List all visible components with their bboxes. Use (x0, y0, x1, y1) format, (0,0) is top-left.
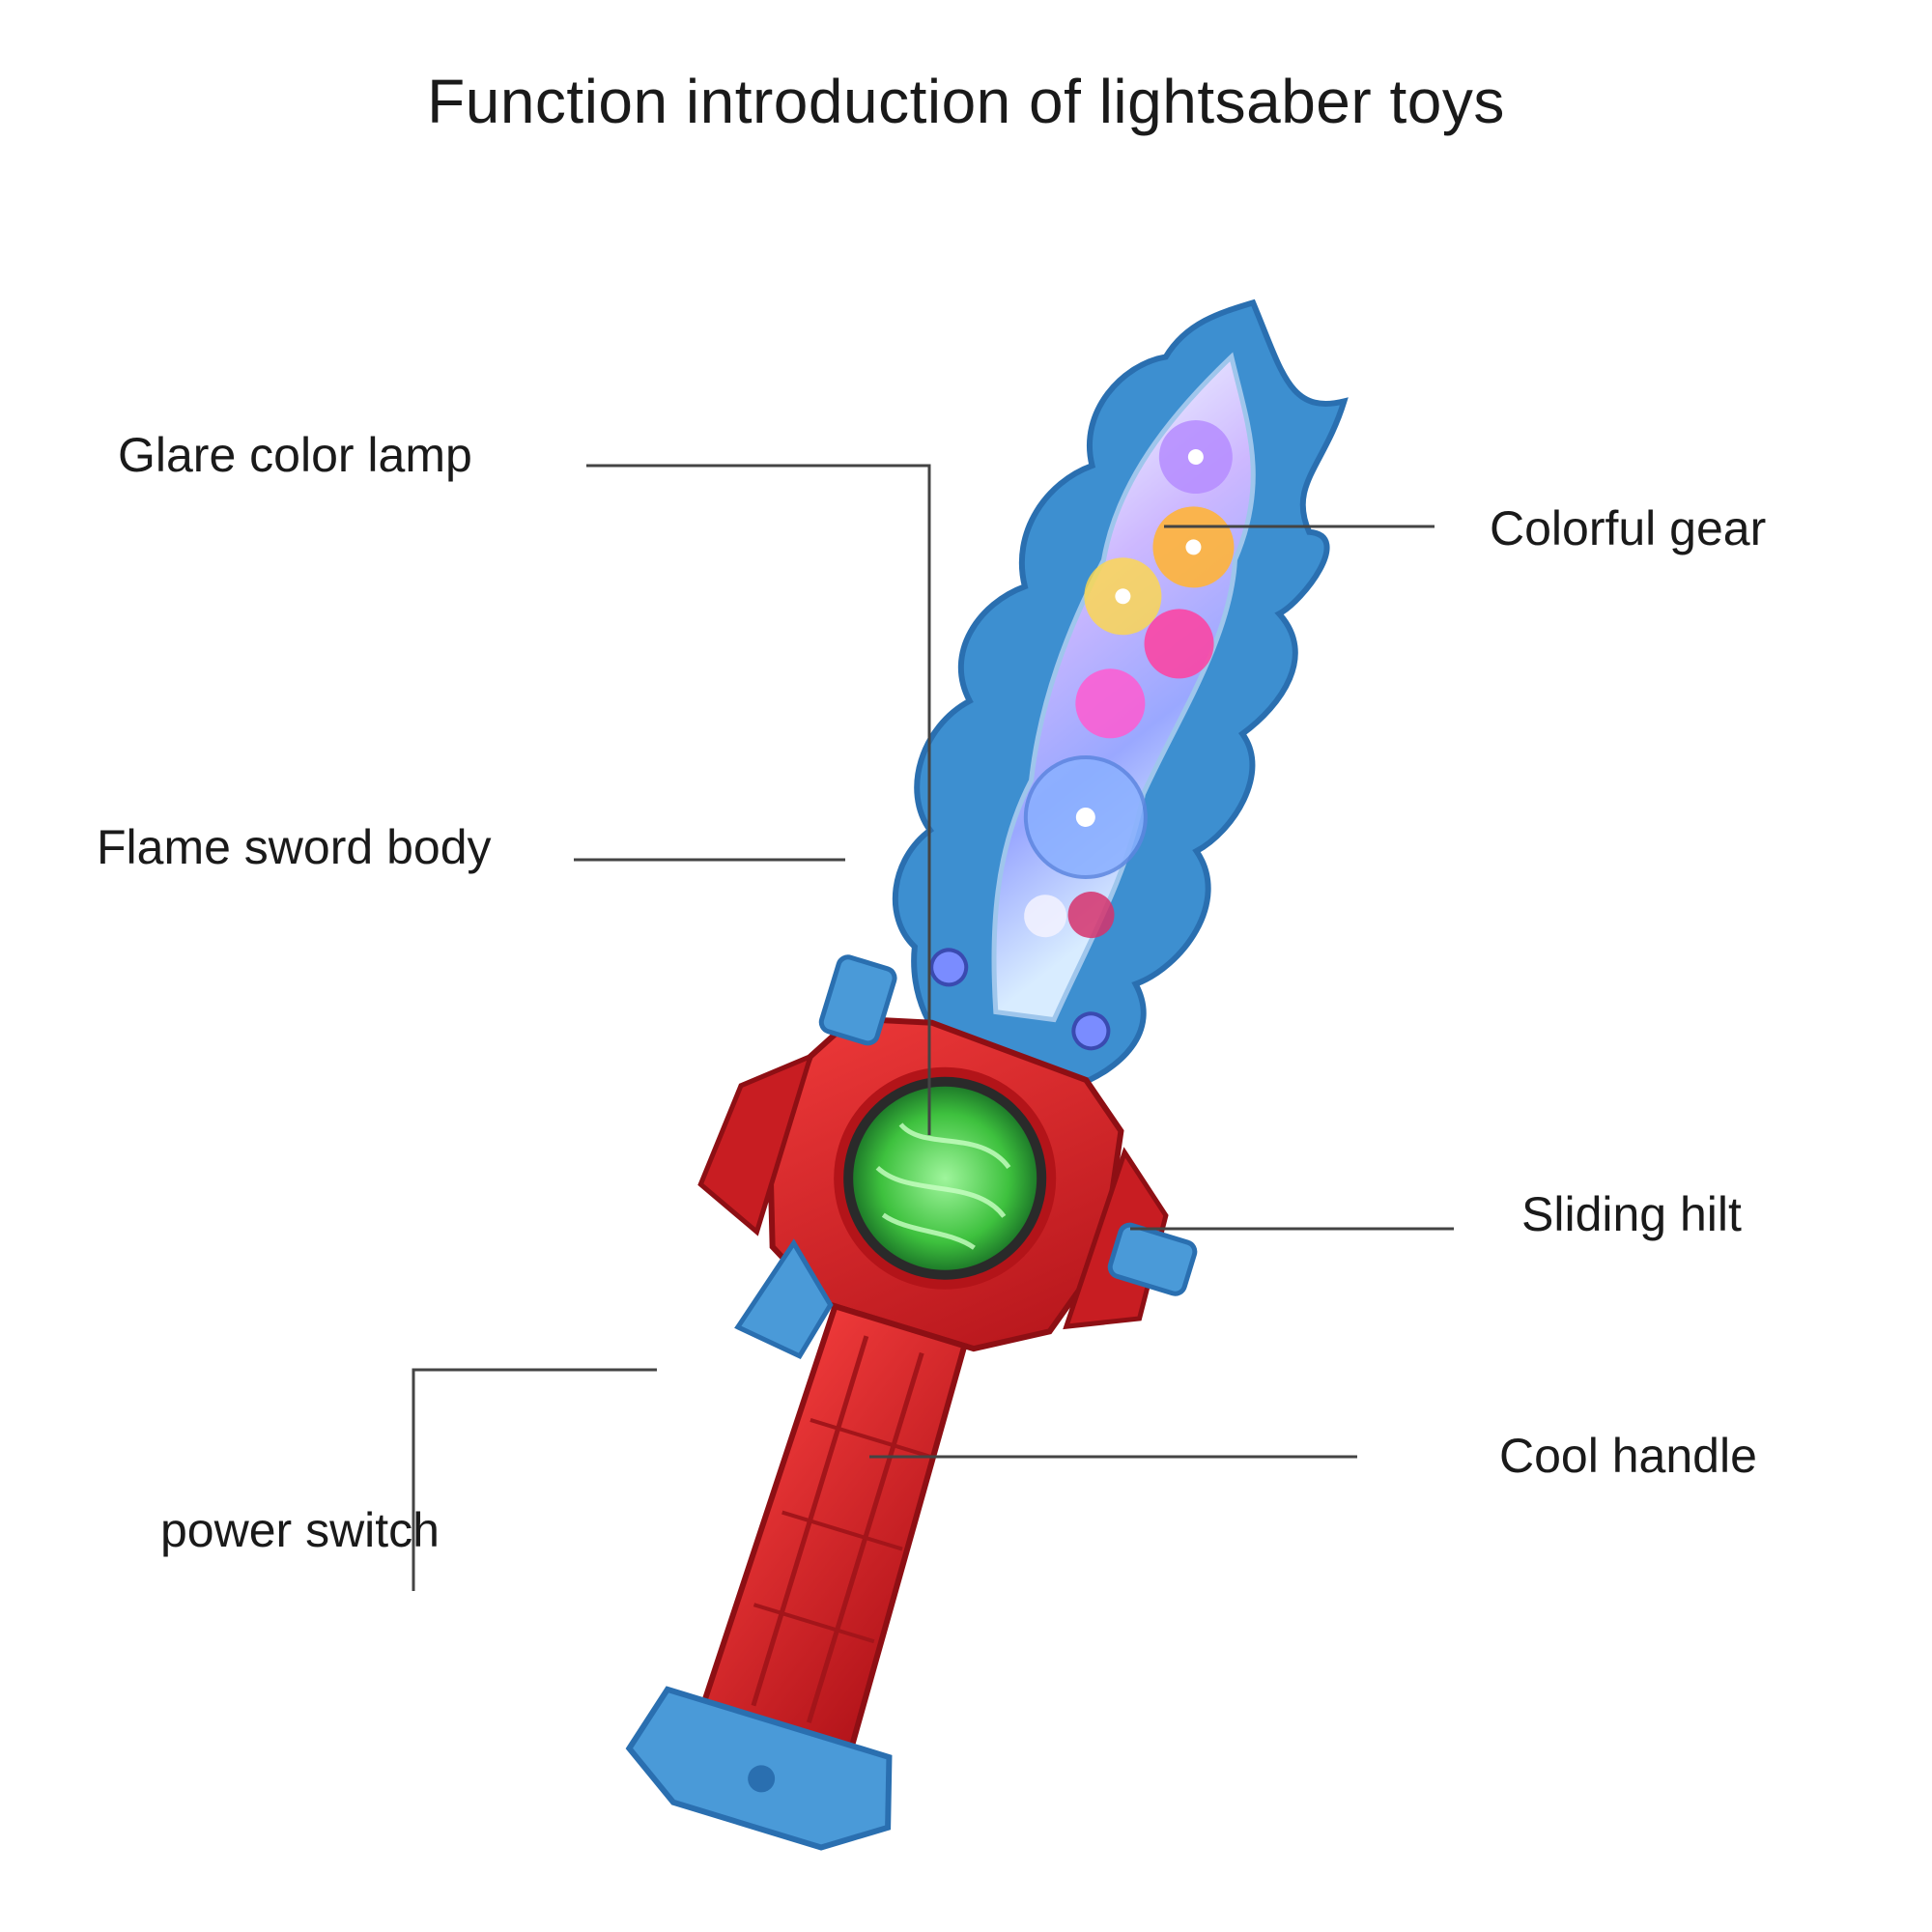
colorful-gears (1023, 420, 1235, 939)
sliding-hilt-knob (1107, 1222, 1198, 1296)
sword-illustration (625, 298, 1349, 1851)
label-cool-handle: Cool handle (1499, 1429, 1757, 1483)
leader-lines (412, 464, 1454, 1591)
power-switch-icon (734, 1238, 834, 1360)
hilt-knob-left (818, 954, 897, 1046)
label-colorful-gear: Colorful gear (1490, 501, 1767, 555)
lamp-right-icon (1071, 1011, 1111, 1051)
label-power-switch: power switch (160, 1503, 440, 1557)
lamp-left-icon (929, 948, 969, 987)
label-flame-sword-body: Flame sword body (97, 820, 492, 874)
label-glare-color-lamp: Glare color lamp (118, 428, 472, 482)
label-sliding-hilt: Sliding hilt (1521, 1187, 1742, 1241)
page-title: Function introduction of lightsaber toys (427, 67, 1505, 136)
